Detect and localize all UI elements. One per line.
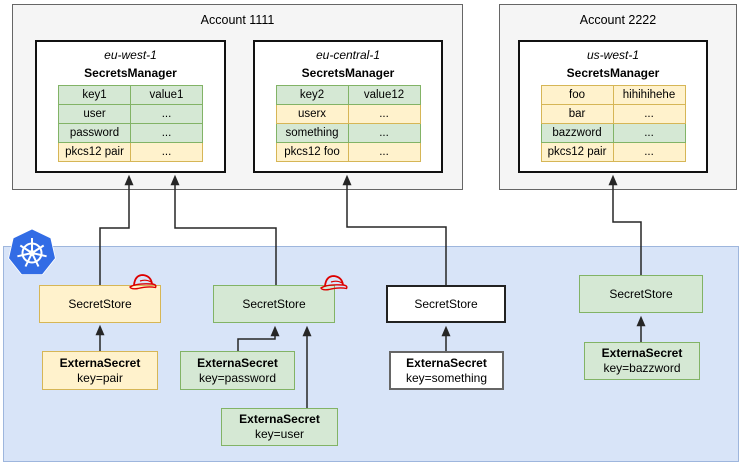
table-row: pkcs12 pair ...: [540, 142, 686, 162]
secrets-table: foo hihihihehe bar ... bazzword ... pkcs…: [540, 85, 686, 162]
key-cell: something: [275, 123, 349, 143]
externalsecret-box-bazzword: ExternaSecret key=bazzword: [584, 342, 700, 380]
key-cell: foo: [540, 85, 614, 105]
account-title: Account 2222: [579, 13, 657, 27]
externalsecret-key: key=pair: [77, 370, 123, 385]
key-cell: userx: [275, 104, 349, 124]
secretstore-box-3: SecretStore: [386, 285, 506, 323]
redhat-fedora-icon: [129, 274, 157, 290]
externalsecret-title: ExternaSecret: [601, 346, 683, 360]
externalsecret-key: key=user: [254, 427, 305, 441]
table-row: key2 value12: [275, 85, 421, 105]
value-cell: ...: [612, 123, 686, 143]
account-title: Account 1111: [200, 13, 275, 27]
externalsecret-key: key=something: [405, 370, 488, 385]
secretstore-label: SecretStore: [68, 297, 132, 311]
secretstore-label: SecretStore: [414, 297, 478, 311]
table-row: userx ...: [275, 104, 421, 124]
key-cell: bar: [540, 104, 614, 124]
value-cell: ...: [612, 104, 686, 124]
table-row: key1 value1: [58, 85, 203, 105]
secrets-table: key2 value12 userx ... something ... pkc…: [275, 85, 421, 162]
kubernetes-logo-icon: [8, 228, 56, 275]
value-cell: ...: [130, 142, 203, 162]
value-cell: ...: [347, 104, 421, 124]
secretstore-label: SecretStore: [609, 287, 673, 301]
value-cell: ...: [612, 142, 686, 162]
key-cell: pkcs12 pair: [540, 142, 614, 162]
value-cell: ...: [130, 104, 203, 124]
externalsecret-key: key=bazzword: [603, 361, 681, 375]
key-cell: password: [58, 123, 131, 143]
region-name: us-west-1: [586, 48, 639, 62]
externalsecret-box-user: ExternaSecret key=user: [221, 408, 338, 446]
table-row: foo hihihihehe: [540, 85, 686, 105]
value-cell: ...: [130, 123, 203, 143]
table-row: something ...: [275, 123, 421, 143]
externalsecret-box-pair: ExternaSecret key=pair: [42, 351, 158, 390]
key-cell: pkcs12 pair: [58, 142, 131, 162]
secretstore-box-1: SecretStore: [39, 285, 161, 323]
externalsecret-title: ExternaSecret: [197, 355, 278, 370]
value-cell: value1: [130, 85, 203, 105]
key-cell: pkcs12 foo: [275, 142, 349, 162]
region-box-us-west-1: us-west-1 SecretsManager foo hihihihehe …: [518, 40, 708, 173]
region-box-eu-central-1: eu-central-1 SecretsManager key2 value12…: [253, 40, 443, 173]
key-cell: bazzword: [540, 123, 614, 143]
externalsecret-box-password: ExternaSecret key=password: [180, 351, 295, 390]
externalsecret-title: ExternaSecret: [59, 355, 141, 370]
value-cell: hihihihehe: [612, 85, 686, 105]
secretstore-box-2: SecretStore: [213, 285, 335, 323]
externalsecret-key: key=password: [198, 370, 277, 385]
value-cell: ...: [347, 142, 421, 162]
secretstore-box-4: SecretStore: [579, 275, 703, 313]
table-row: bar ...: [540, 104, 686, 124]
table-row: password ...: [58, 123, 203, 143]
secretstore-label: SecretStore: [242, 297, 306, 311]
region-box-eu-west-1: eu-west-1 SecretsManager key1 value1 use…: [35, 40, 226, 173]
table-row: bazzword ...: [540, 123, 686, 143]
table-row: user ...: [58, 104, 203, 124]
table-row: pkcs12 foo ...: [275, 142, 421, 162]
value-cell: ...: [347, 123, 421, 143]
externalsecret-title: ExternaSecret: [239, 412, 320, 426]
externalsecret-title: ExternaSecret: [406, 355, 487, 370]
service-name: SecretsManager: [84, 66, 177, 80]
key-cell: user: [58, 104, 131, 124]
value-cell: value12: [347, 85, 421, 105]
secrets-table: key1 value1 user ... password ... pkcs12…: [58, 85, 203, 162]
key-cell: key1: [58, 85, 131, 105]
redhat-fedora-icon: [320, 275, 348, 291]
key-cell: key2: [275, 85, 349, 105]
externalsecret-box-something: ExternaSecret key=something: [389, 351, 504, 390]
service-name: SecretsManager: [301, 66, 395, 80]
region-name: eu-west-1: [104, 48, 157, 62]
service-name: SecretsManager: [566, 66, 660, 80]
region-name: eu-central-1: [315, 48, 381, 62]
table-row: pkcs12 pair ...: [58, 142, 203, 162]
